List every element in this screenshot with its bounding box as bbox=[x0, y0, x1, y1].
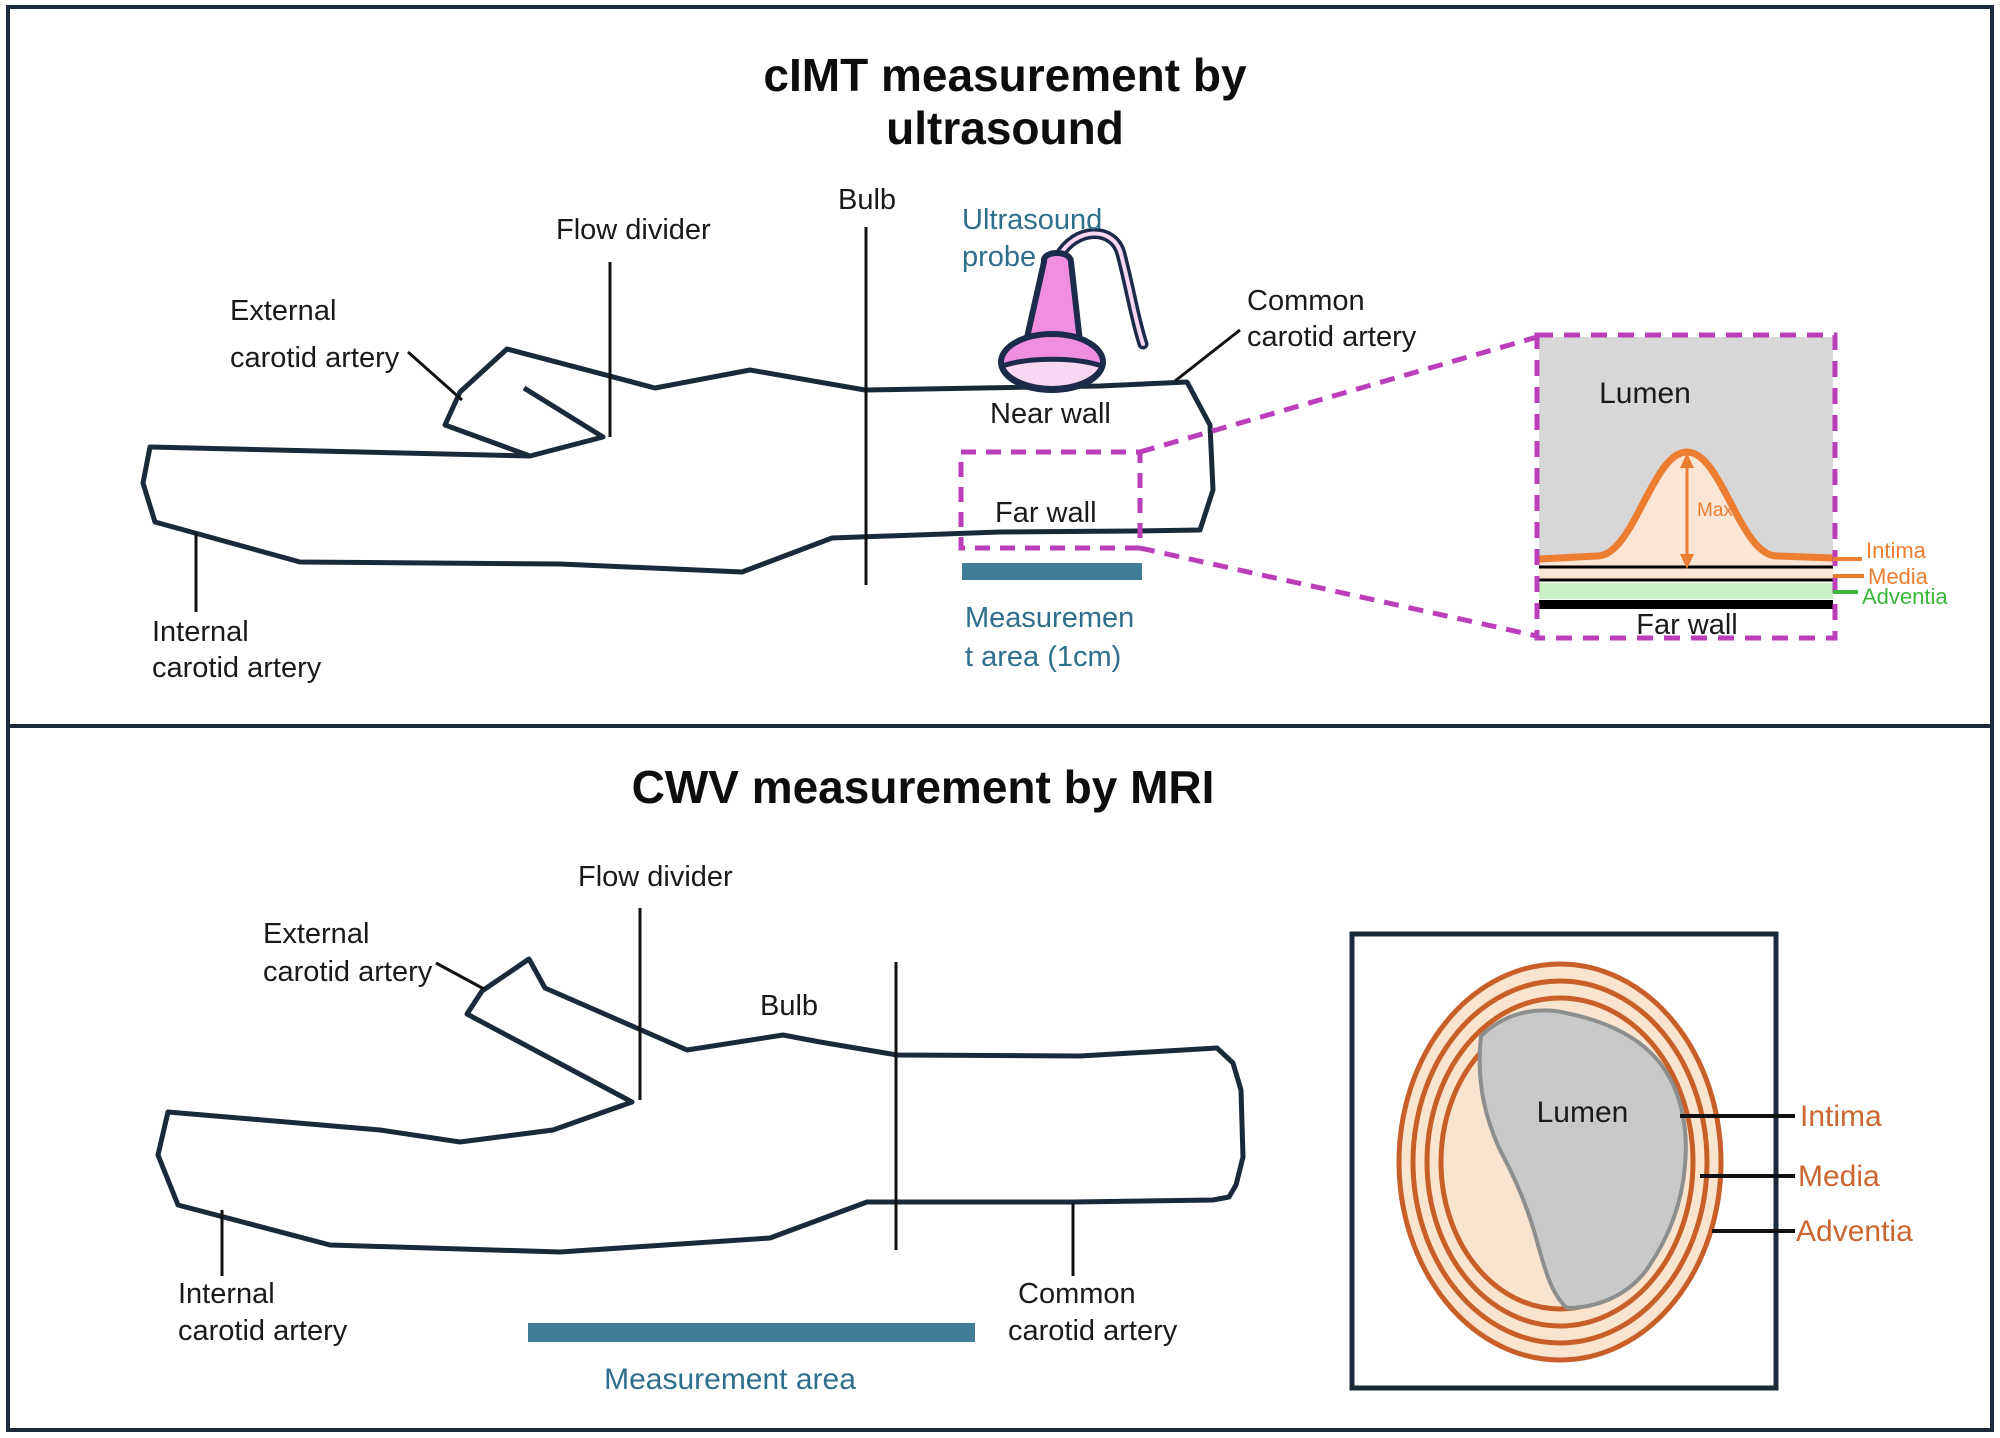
flow-divider-label-mri: Flow divider bbox=[578, 861, 733, 893]
max-label: Max bbox=[1697, 500, 1733, 521]
zoom-connector-top bbox=[1139, 334, 1538, 455]
external-carotid-label-mri-line2: carotid artery bbox=[263, 956, 433, 988]
lumen-blob bbox=[1477, 1008, 1688, 1311]
common-carotid-label-line1: Common bbox=[1247, 285, 1365, 317]
probe-handle bbox=[1023, 250, 1083, 345]
common-carotid-leader bbox=[1174, 328, 1241, 383]
inset-lumen-gray bbox=[1539, 337, 1833, 559]
external-carotid-label-mri-line1: External bbox=[263, 918, 370, 950]
ultrasound-probe-label-line2: probe bbox=[962, 241, 1037, 273]
common-carotid-label-mri-line2: carotid artery bbox=[1008, 1315, 1178, 1347]
near-wall-label: Near wall bbox=[990, 398, 1111, 430]
external-carotid-leader bbox=[407, 350, 463, 402]
zoom-connector-bottom bbox=[1139, 545, 1538, 639]
external-carotid-label-line1: External bbox=[230, 295, 337, 327]
lumen-label: Lumen bbox=[1599, 377, 1691, 410]
outer-border bbox=[6, 5, 1994, 1432]
flow-divider-wall-line bbox=[522, 385, 606, 459]
bulb-label-mri: Bulb bbox=[760, 990, 819, 1022]
ultrasound-probe-icon bbox=[998, 228, 1149, 393]
flow-divider-label: Flow divider bbox=[556, 214, 711, 246]
carotid-artery-outline bbox=[140, 346, 1216, 575]
inset-intima-curve bbox=[1535, 448, 1837, 563]
outer-media-ring bbox=[1410, 978, 1710, 1346]
bottom-title: CWV measurement by MRI bbox=[631, 761, 1215, 813]
inner-media-ring bbox=[1424, 995, 1696, 1329]
inset-farwall-bar bbox=[1539, 600, 1833, 609]
top-title-line1: cIMT measurement by bbox=[763, 49, 1247, 101]
common-carotid-label-line2: carotid artery bbox=[1247, 321, 1417, 353]
lumen-label-mri: Lumen bbox=[1536, 1096, 1629, 1129]
top-title-line2: ultrasound bbox=[886, 102, 1124, 154]
adventia-label-mri: Adventia bbox=[1796, 1215, 1913, 1248]
imt-inset bbox=[1534, 332, 1864, 641]
inset-far-wall-label: Far wall bbox=[1636, 609, 1738, 641]
intima-label-mri: Intima bbox=[1800, 1100, 1882, 1133]
media-label-mri: Media bbox=[1798, 1160, 1880, 1193]
carotid-artery-outline-mri bbox=[155, 956, 1246, 1255]
max-arrow-head-down bbox=[1680, 554, 1694, 569]
measurement-area-label-line1: Measuremen bbox=[965, 602, 1135, 634]
common-carotid-label-mri-line1: Common bbox=[1018, 1278, 1136, 1310]
external-carotid-leader-mri bbox=[435, 961, 485, 991]
measurement-area-bar bbox=[962, 563, 1142, 580]
measurement-area-bar-mri bbox=[528, 1323, 975, 1342]
adventia-label: Adventia bbox=[1862, 584, 1948, 609]
media-label: Media bbox=[1868, 564, 1928, 589]
far-wall-zoom-rect bbox=[958, 449, 1143, 551]
far-wall-label: Far wall bbox=[995, 497, 1097, 529]
cross-section-inset bbox=[1349, 931, 1795, 1391]
max-arrow-head-up bbox=[1680, 453, 1694, 468]
internal-carotid-label-line1: Internal bbox=[152, 616, 249, 648]
internal-carotid-label-mri-line1: Internal bbox=[178, 1278, 275, 1310]
internal-carotid-label-mri-line2: carotid artery bbox=[178, 1315, 348, 1347]
external-carotid-label-line2: carotid artery bbox=[230, 342, 400, 374]
measurement-area-label-mri: Measurement area bbox=[604, 1363, 856, 1396]
probe-head-band bbox=[998, 356, 1106, 391]
inset-dashed-border bbox=[1534, 332, 1838, 641]
intima-label: Intima bbox=[1866, 538, 1926, 563]
ultrasound-probe-label-line1: Ultrasound bbox=[962, 204, 1103, 236]
panel-divider bbox=[8, 724, 1992, 728]
internal-carotid-label-line2: carotid artery bbox=[152, 652, 322, 684]
probe-cable-inner bbox=[1056, 231, 1145, 346]
measurement-area-label-line2: t area (1cm) bbox=[965, 641, 1122, 673]
bulb-label: Bulb bbox=[838, 184, 897, 216]
inset-adventia-strip bbox=[1539, 583, 1833, 599]
